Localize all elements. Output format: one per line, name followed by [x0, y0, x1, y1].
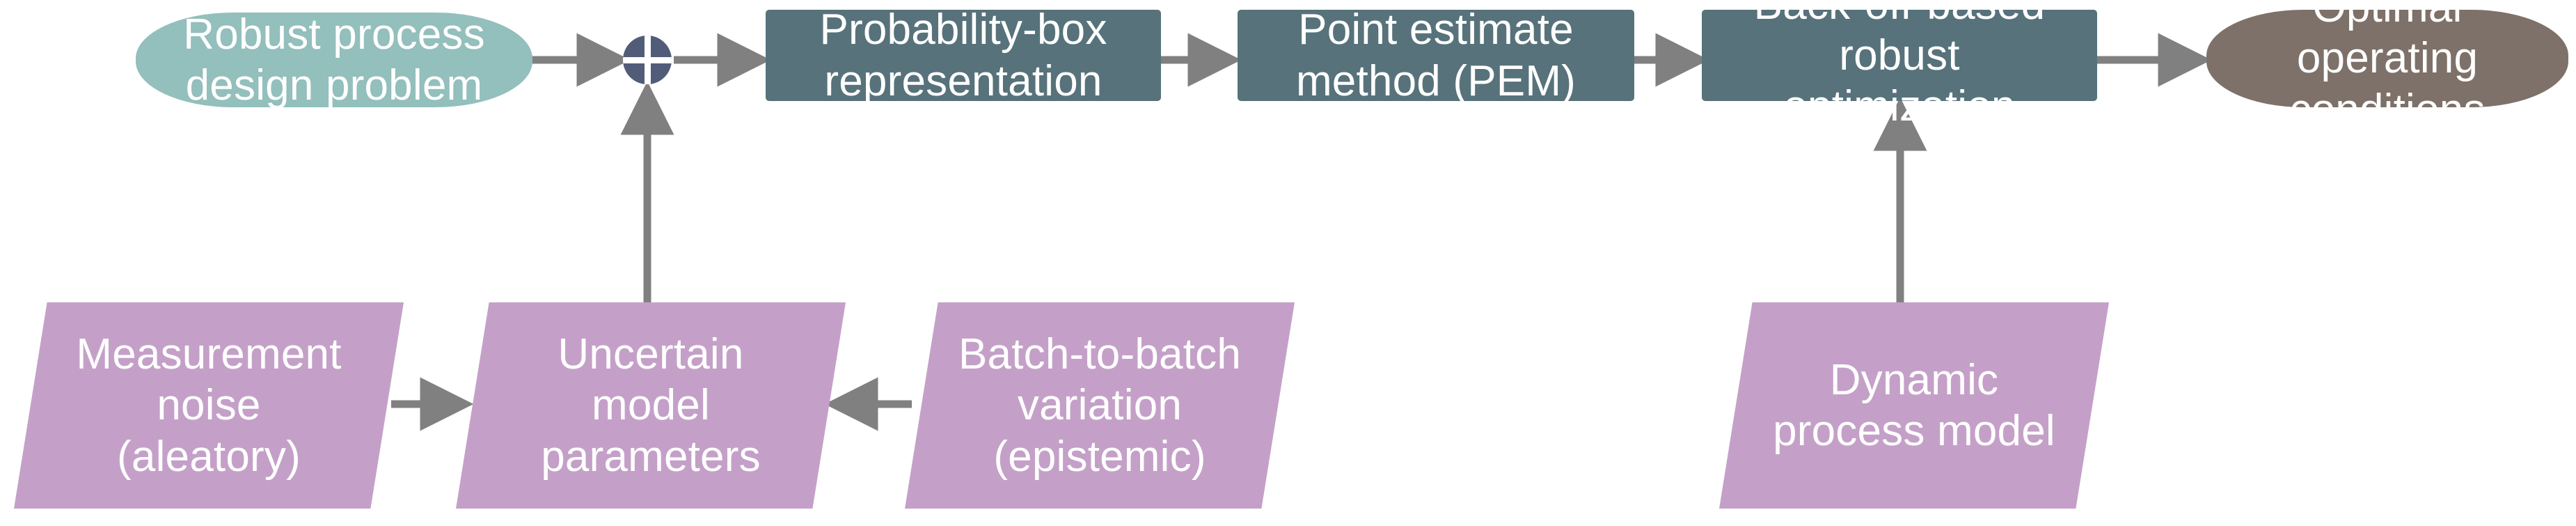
node-summation-junction[interactable]	[623, 36, 672, 84]
parallelogram-shape	[1719, 302, 2109, 509]
node-label: Uncertain model parameters	[541, 330, 761, 481]
node-label: Optimal operating conditions	[2289, 0, 2486, 134]
node-label: Dynamic process model	[1773, 355, 2055, 455]
node-label-wrapper: Dynamic process model	[1719, 302, 2109, 509]
node-uncertain-model-parameters[interactable]: Uncertain model parameters	[456, 302, 846, 509]
node-batch-to-batch-variation[interactable]: Batch-to-batch variation (epistemic)	[905, 302, 1295, 509]
node-point-estimate-method[interactable]: Point estimate method (PEM)	[1238, 6, 1634, 105]
parallelogram-shape	[14, 302, 404, 509]
parallelogram-shape	[456, 302, 846, 509]
node-measurement-noise[interactable]: Measurement noise (aleatory)	[14, 302, 404, 509]
node-label-wrapper: Uncertain model parameters	[456, 302, 846, 509]
node-label: Probability-box representation	[819, 6, 1107, 105]
node-label: Point estimate method (PEM)	[1295, 6, 1577, 105]
node-back-off-based-robust-optimization[interactable]: Back-off-based robust optimization	[1702, 0, 2097, 130]
node-label: Batch-to-batch variation (epistemic)	[958, 330, 1241, 481]
node-probability-box-representation[interactable]: Probability-box representation	[766, 6, 1161, 105]
node-label-wrapper: Measurement noise (aleatory)	[14, 302, 404, 509]
node-label: Measurement noise (aleatory)	[76, 330, 342, 481]
node-dynamic-process-model[interactable]: Dynamic process model	[1719, 302, 2109, 509]
node-label: Back-off-based robust optimization	[1753, 0, 2046, 131]
node-optimal-operating-conditions[interactable]: Optimal operating conditions	[2206, 0, 2568, 134]
junction-horizontal-divider	[623, 56, 672, 63]
node-label-wrapper: Batch-to-batch variation (epistemic)	[905, 302, 1295, 509]
node-label: Robust process design problem	[183, 10, 485, 109]
parallelogram-shape	[905, 302, 1295, 509]
node-robust-process-design-problem[interactable]: Robust process design problem	[136, 10, 532, 109]
